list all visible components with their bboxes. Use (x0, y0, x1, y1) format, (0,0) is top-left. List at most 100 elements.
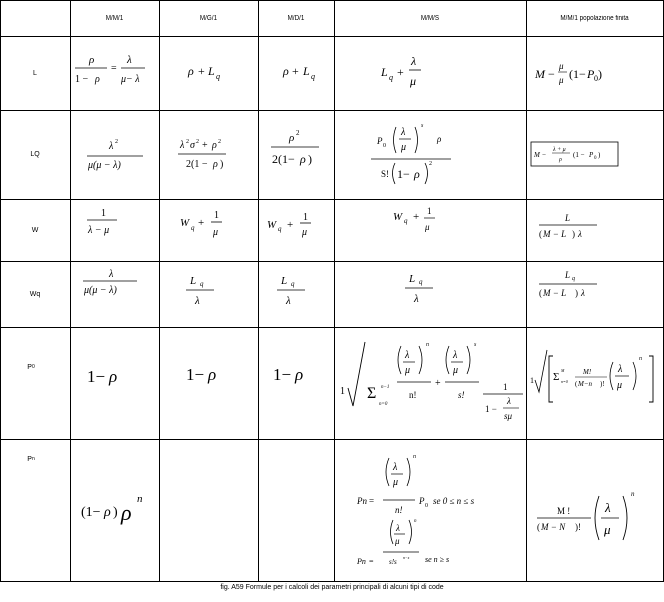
row-label-wq: Wq (29, 290, 41, 298)
svg-text:ρ: ρ (120, 500, 132, 525)
svg-text:ρ: ρ (108, 367, 117, 386)
svg-text:ρ: ρ (103, 505, 111, 520)
grid-line (159, 0, 160, 582)
svg-text:λ: λ (577, 229, 582, 239)
svg-text:1−: 1− (87, 367, 105, 386)
formula-p0-md1: 1−ρ (273, 365, 303, 384)
svg-text:L: L (564, 213, 570, 223)
svg-text:q: q (572, 276, 575, 282)
svg-text:1: 1 (530, 376, 534, 385)
svg-text:P: P (588, 151, 594, 159)
svg-text:ρ: ρ (211, 140, 217, 151)
svg-text:q: q (200, 280, 204, 288)
svg-text:n=0: n=0 (561, 379, 568, 384)
svg-text:L: L (207, 64, 215, 78)
svg-text:n: n (426, 342, 429, 348)
svg-text:λ: λ (452, 350, 458, 361)
svg-text:ρ: ρ (436, 134, 442, 144)
svg-text:μ: μ (404, 365, 410, 376)
svg-text:ρ: ρ (294, 365, 303, 384)
svg-text:): ) (598, 151, 601, 159)
svg-text:λ − μ: λ − μ (87, 225, 109, 236)
svg-text:ρ: ρ (413, 167, 420, 181)
svg-text:0: 0 (425, 503, 428, 509)
svg-text:)!: )! (575, 522, 581, 532)
svg-text:): ) (598, 67, 602, 81)
grid-line (0, 581, 664, 582)
svg-text:λ: λ (617, 364, 623, 375)
formula-w-mm1: 1 λ − μ (87, 208, 117, 236)
svg-text:se n ≥ s: se n ≥ s (425, 555, 449, 564)
svg-text:+: + (413, 211, 419, 223)
svg-text:S!: S! (381, 169, 389, 179)
svg-text:n=0: n=0 (379, 402, 388, 407)
svg-text:1: 1 (427, 206, 432, 216)
svg-text:M: M (560, 368, 565, 373)
svg-text:0: 0 (594, 74, 598, 83)
row-label-p0-main: P (27, 363, 32, 371)
formula-p0-mm1: 1−ρ (87, 367, 117, 386)
svg-text:0: 0 (383, 143, 386, 149)
svg-text:n: n (639, 356, 642, 362)
svg-text:μ: μ (452, 365, 458, 376)
svg-text:μ: μ (603, 522, 611, 537)
svg-text:q: q (216, 72, 220, 81)
svg-text:2: 2 (296, 129, 300, 137)
svg-text:2: 2 (429, 161, 432, 167)
svg-text:μ: μ (409, 74, 416, 88)
formula-wq-mm1: λ μ(μ − λ) (83, 269, 137, 296)
svg-text:q: q (291, 280, 295, 288)
svg-text:2: 2 (186, 139, 189, 145)
grid-line (70, 0, 71, 582)
svg-text:): ) (572, 229, 575, 239)
svg-text:ρ: ρ (187, 64, 194, 78)
svg-text:1: 1 (303, 212, 308, 223)
header-md1: M/D/1 (287, 14, 305, 22)
svg-text:μ(μ − λ): μ(μ − λ) (87, 160, 121, 171)
svg-text:q: q (389, 73, 393, 82)
svg-text:(1−: (1− (569, 67, 586, 81)
svg-text:)!: )! (600, 380, 605, 388)
grid-line (0, 36, 664, 37)
svg-text:ρ: ρ (288, 132, 294, 144)
svg-text:Pn: Pn (356, 496, 367, 506)
svg-text:μ: μ (212, 227, 218, 238)
formula-pn-finite: M ! (M − N)! λ μ n (537, 490, 635, 541)
svg-text:s: s (421, 123, 424, 129)
svg-text:n−1: n−1 (381, 385, 389, 390)
svg-text:ρ: ρ (282, 64, 289, 78)
svg-text:+: + (198, 217, 204, 229)
svg-text:2: 2 (218, 139, 221, 145)
svg-text:λ: λ (285, 295, 291, 307)
svg-text:(: ( (575, 380, 578, 388)
svg-text:n: n (414, 519, 417, 524)
svg-text:(1 −: (1 − (573, 151, 585, 159)
grid-line (0, 0, 1, 582)
svg-text:μ: μ (424, 222, 430, 232)
svg-text:s: s (474, 342, 477, 348)
formula-p0-mg1: 1−ρ (186, 365, 216, 384)
svg-text:n: n (137, 493, 143, 505)
svg-text:ρ: ρ (88, 54, 94, 66)
header-mg1: M/G/1 (199, 14, 218, 22)
svg-text:Pn: Pn (356, 557, 366, 566)
grid-line (334, 0, 335, 582)
svg-text:P: P (418, 496, 425, 506)
header-mm1: M/M/1 (105, 14, 124, 22)
row-label-lq: LQ (30, 151, 40, 158)
svg-text:1: 1 (214, 210, 219, 221)
svg-text:λ: λ (410, 54, 416, 68)
figure-caption: fig. A59 Formule per i calcoli dei param… (220, 584, 444, 591)
row-label-pn-sub: n (31, 456, 35, 462)
svg-text:W: W (267, 219, 277, 231)
grid-line (0, 199, 664, 200)
